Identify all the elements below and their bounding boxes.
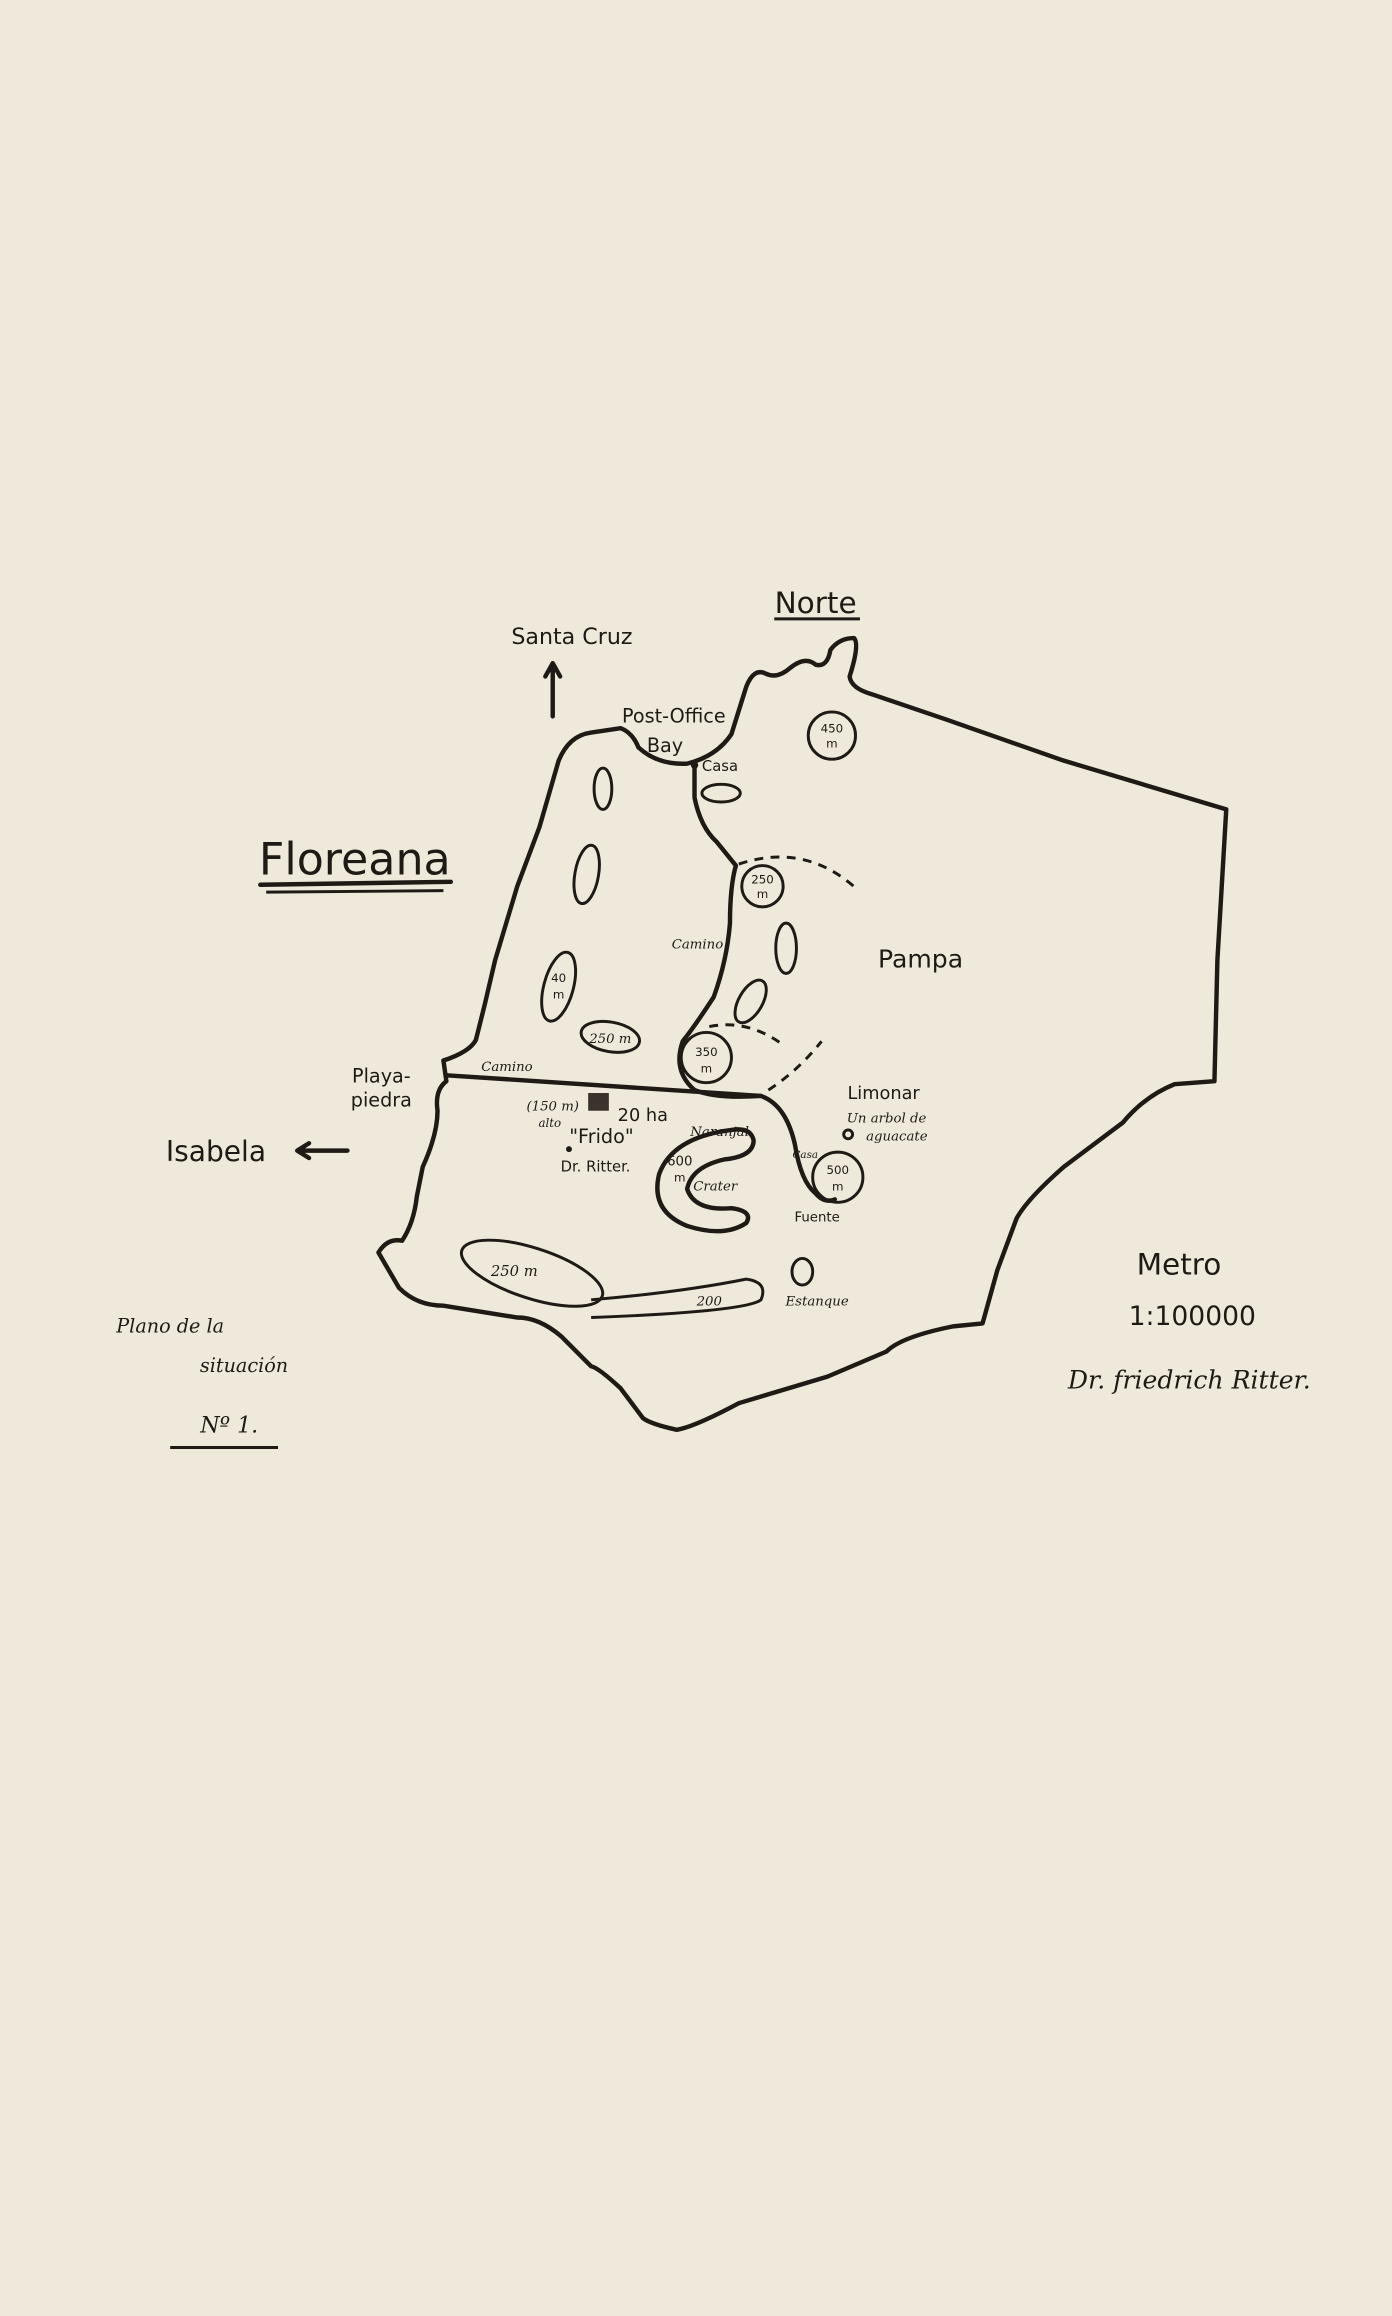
casa-label: Casa [702, 758, 738, 775]
arrow-left-icon [294, 1141, 350, 1161]
estanque-label: Estanque [784, 1295, 848, 1310]
elev-250b: 250 m [588, 1032, 631, 1047]
elev-600-unit: m [674, 1171, 686, 1185]
elev-250a: 250 [751, 872, 774, 886]
title-underline-1 [258, 879, 454, 887]
arbol-label-1: Un arbol de [847, 1112, 927, 1127]
hill-east-1 [774, 921, 798, 975]
signature: Dr. friedrich Ritter. [1067, 1365, 1311, 1394]
elev-200: 200 [696, 1295, 723, 1310]
plan-caption-line3: Nº 1. [199, 1413, 258, 1439]
elev-250a-unit: m [757, 887, 769, 901]
santa-cruz-label: Santa Cruz [511, 624, 632, 650]
hill-450 [806, 710, 857, 761]
arrow-up-icon [543, 660, 563, 719]
camino-main-road [444, 1073, 838, 1203]
hill-500 [811, 1150, 865, 1204]
alto-height-label: (150 m) [526, 1100, 579, 1115]
crater-label: Crater [693, 1179, 738, 1194]
hill-250a [740, 864, 785, 909]
pampa-label: Pampa [878, 944, 963, 973]
dashed-path-east-2 [767, 1040, 823, 1092]
arbol-label-2: aguacate [866, 1129, 928, 1144]
scale-value: 1:100000 [1129, 1301, 1256, 1332]
bay-label: Bay [647, 734, 683, 757]
limonar-label: Limonar [847, 1084, 920, 1104]
hill-40 [540, 950, 578, 1023]
aguacate-tree-marker [842, 1128, 855, 1141]
hill-250c [459, 1238, 605, 1308]
hill-350 [679, 1030, 733, 1085]
north-label: Norte [775, 586, 857, 620]
casa-east-label: Casa [793, 1149, 819, 1161]
area-label: 20 ha [618, 1106, 668, 1126]
post-office-label: Post-Office [622, 704, 726, 727]
elev-600: 600 [667, 1154, 692, 1169]
road-from-casa [677, 762, 764, 1099]
dashed-path-east-1 [709, 1023, 782, 1045]
plan-caption-line1: Plano de la [115, 1314, 224, 1337]
elev-500-unit: m [832, 1179, 843, 1193]
plan-caption-line2: situación [200, 1354, 288, 1377]
map-title: Floreana [259, 834, 451, 885]
elev-450-unit: m [826, 736, 838, 750]
isabela-label: Isabela [166, 1135, 266, 1168]
camino-west-label: Camino [481, 1060, 532, 1075]
playa-label: Playa- [352, 1065, 411, 1088]
casa-dot [690, 761, 699, 769]
elev-500: 500 [827, 1163, 850, 1177]
hill-small-casa [700, 782, 742, 804]
piedra-label: piedra [351, 1088, 412, 1111]
naranjal-label: Naranjal [689, 1125, 749, 1140]
elev-350: 350 [695, 1045, 718, 1059]
elev-450: 450 [821, 722, 844, 736]
hill-200 [591, 1277, 765, 1319]
title-underline-2 [266, 889, 444, 894]
ritter-dot [566, 1146, 572, 1153]
elev-350-unit: m [701, 1061, 713, 1075]
hill-east-2 [733, 978, 768, 1025]
elev-40-unit: m [553, 987, 565, 1001]
island-coastline [376, 635, 1229, 1432]
alto-label: alto [538, 1116, 561, 1130]
hill-west-1 [592, 766, 614, 811]
frido-label: "Frido" [569, 1125, 633, 1148]
ritter-label: Dr. Ritter. [561, 1158, 631, 1175]
ritter-house-marker [588, 1093, 609, 1111]
estanque-pond [790, 1256, 815, 1287]
fuente-label: Fuente [794, 1211, 839, 1226]
camino-north-label: Camino [672, 937, 723, 952]
hill-west-2 [572, 843, 601, 906]
elev-250c: 250 m [490, 1263, 538, 1280]
elev-40: 40 [551, 971, 566, 985]
crater-rim [655, 1127, 756, 1234]
hill-250b [579, 1019, 642, 1054]
scale-label: Metro [1137, 1248, 1222, 1282]
